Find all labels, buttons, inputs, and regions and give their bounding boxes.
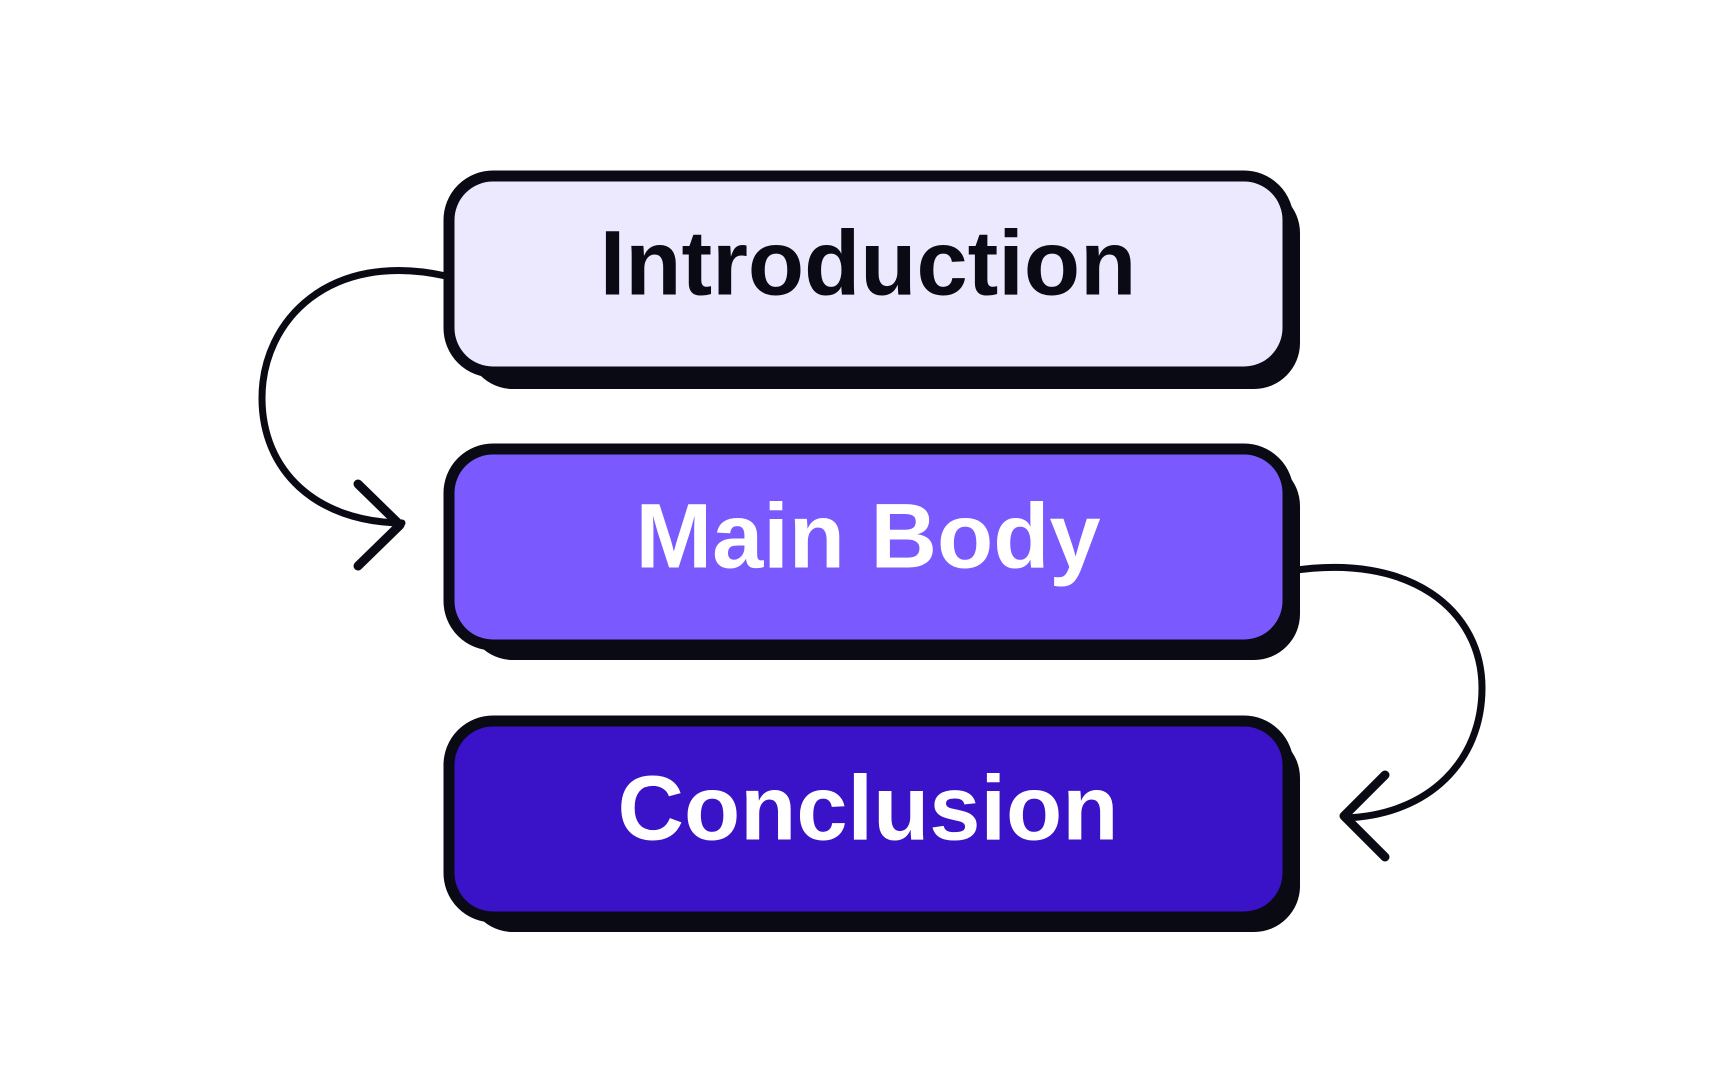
arrowhead-right-icon (353, 479, 405, 571)
arrowhead-left-icon (1339, 770, 1390, 862)
main-body-box: Main Body (443, 443, 1300, 660)
introduction-label: Introduction (600, 212, 1137, 314)
main-body-box-body (443, 443, 1294, 651)
arrow-curve (1286, 563, 1486, 822)
arrow-curve (258, 267, 450, 527)
arrow-main-body-to-conclusion (1286, 563, 1486, 862)
conclusion-box: Conclusion (443, 715, 1300, 932)
arrow-introduction-to-main-body (258, 267, 450, 571)
introduction-box: Introduction (443, 170, 1300, 389)
conclusion-label: Conclusion (618, 757, 1119, 859)
introduction-box-body (443, 170, 1294, 378)
main-body-label: Main Body (635, 485, 1100, 587)
conclusion-box-body (443, 715, 1294, 923)
